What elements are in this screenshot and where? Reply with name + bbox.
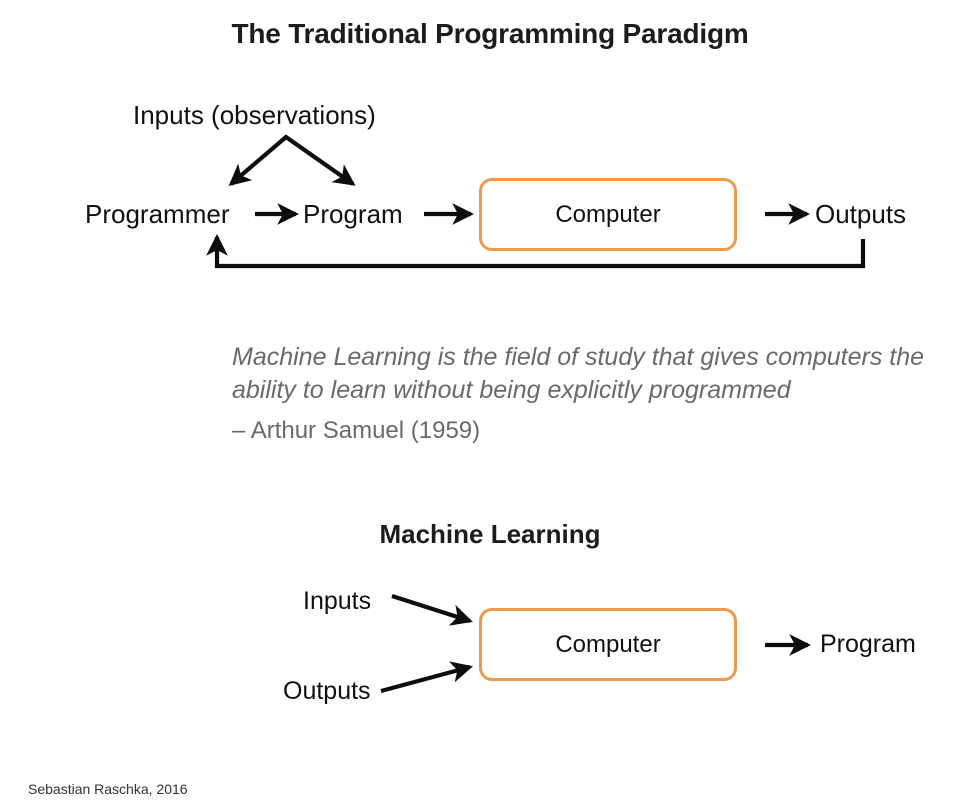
section-title-machine-learning: Machine Learning bbox=[379, 519, 601, 549]
computer-box-ml-label: Computer bbox=[555, 630, 661, 658]
computer-box-traditional: Computer bbox=[479, 178, 737, 251]
label-outputs-traditional: Outputs bbox=[815, 199, 907, 229]
page-title: The Traditional Programming Paradigm bbox=[231, 18, 749, 49]
label-programmer: Programmer bbox=[85, 199, 230, 229]
label-inputs-ml: Inputs bbox=[303, 587, 372, 615]
label-inputs-observations: Inputs (observations) bbox=[133, 100, 376, 130]
quote-attribution: – Arthur Samuel (1959) bbox=[232, 417, 481, 444]
label-outputs-ml: Outputs bbox=[283, 677, 371, 705]
footer-credit: Sebastian Raschka, 2016 bbox=[28, 781, 188, 797]
arrow-inputs-split bbox=[228, 134, 356, 186]
arrow-outputs-to-computer bbox=[380, 661, 473, 694]
label-program: Program bbox=[303, 199, 403, 229]
label-program-ml: Program bbox=[820, 630, 916, 658]
computer-box-label: Computer bbox=[555, 200, 661, 228]
quote-text: Machine Learning is the field of study t… bbox=[232, 343, 925, 404]
arrow-inputs-to-computer bbox=[391, 594, 473, 626]
computer-box-ml: Computer bbox=[479, 608, 737, 681]
